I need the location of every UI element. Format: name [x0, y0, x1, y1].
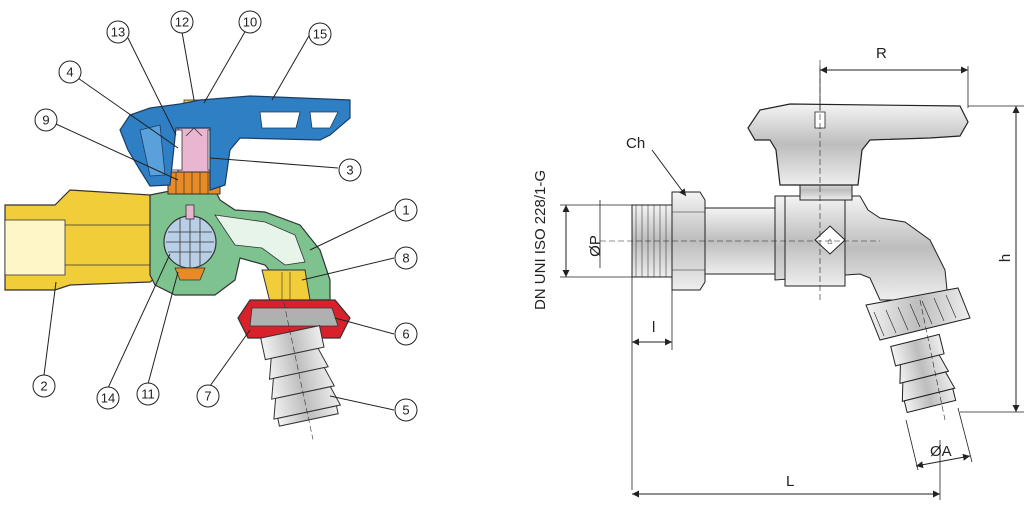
dimension-view: ⌂ — [560, 60, 1024, 500]
dim-R-label: R — [876, 45, 887, 62]
callout-11: 11 — [141, 387, 155, 402]
callout-2: 2 — [40, 379, 47, 394]
callout-4: 4 — [66, 65, 73, 80]
standard-label: DN UNI ISO 228/1-G — [532, 170, 549, 310]
callout-8: 8 — [402, 251, 409, 266]
callout-3: 3 — [346, 163, 353, 178]
callout-6: 6 — [402, 327, 409, 342]
callout-9: 9 — [42, 113, 49, 128]
dim-L-label: L — [786, 473, 794, 490]
dim-h-label: h — [997, 254, 1014, 262]
dim-P-label: ØP — [587, 235, 604, 257]
callout-1: 1 — [402, 203, 409, 218]
lever-handle — [747, 103, 969, 186]
sectional-view: 15 10 12 13 4 9 3 1 8 6 5 7 11 14 2 — [4, 10, 418, 440]
callout-13: 13 — [111, 25, 125, 40]
dim-A-label: ØA — [930, 443, 952, 460]
callout-10: 10 — [243, 15, 257, 30]
dim-Ch-label: Ch — [626, 135, 645, 152]
callouts: 15 10 12 13 4 9 3 1 8 6 5 7 11 14 2 — [32, 10, 418, 422]
callout-14: 14 — [101, 391, 115, 406]
callout-7: 7 — [204, 389, 211, 404]
callout-15: 15 — [313, 27, 327, 42]
callout-5: 5 — [402, 403, 409, 418]
callout-12: 12 — [175, 15, 189, 30]
dim-l-label: l — [652, 319, 655, 336]
hose-connector — [260, 302, 342, 440]
